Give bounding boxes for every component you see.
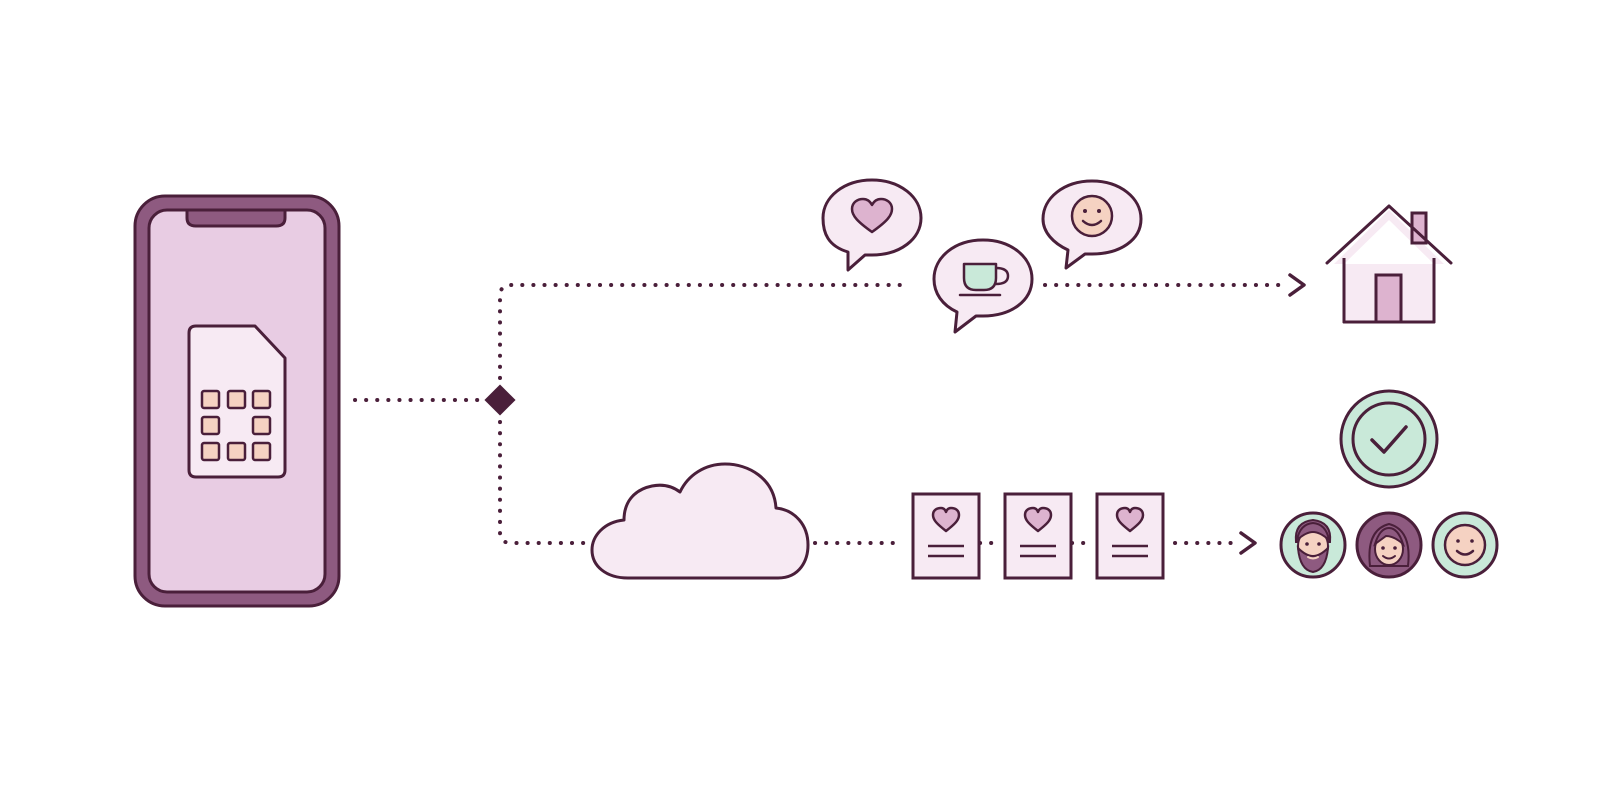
connector-junction-down <box>498 420 590 545</box>
cloud-icon <box>590 462 810 580</box>
arrowhead-to-house <box>1288 273 1306 297</box>
house-icon <box>1325 204 1453 324</box>
sim-card-icon <box>187 324 287 479</box>
diamond-junction-icon <box>484 384 516 416</box>
woman-avatar-icon <box>1355 511 1423 579</box>
smiling-person-avatar-icon <box>1431 511 1499 579</box>
contacts-avatars <box>1279 511 1499 579</box>
check-badge-icon <box>1339 389 1439 489</box>
heart-speech-bubble-icon <box>821 178 923 272</box>
connector-lines <box>353 283 1290 545</box>
connector-junction-up <box>498 283 907 380</box>
heart-document-icon <box>1095 492 1165 580</box>
coffee-speech-bubble-icon <box>932 238 1034 334</box>
heart-document-icon <box>911 492 981 580</box>
smiley-speech-bubble-icon <box>1041 179 1143 270</box>
heart-document-icon <box>1003 492 1073 580</box>
bearded-man-avatar-icon <box>1279 511 1347 579</box>
arrowhead-to-people <box>1239 531 1257 555</box>
